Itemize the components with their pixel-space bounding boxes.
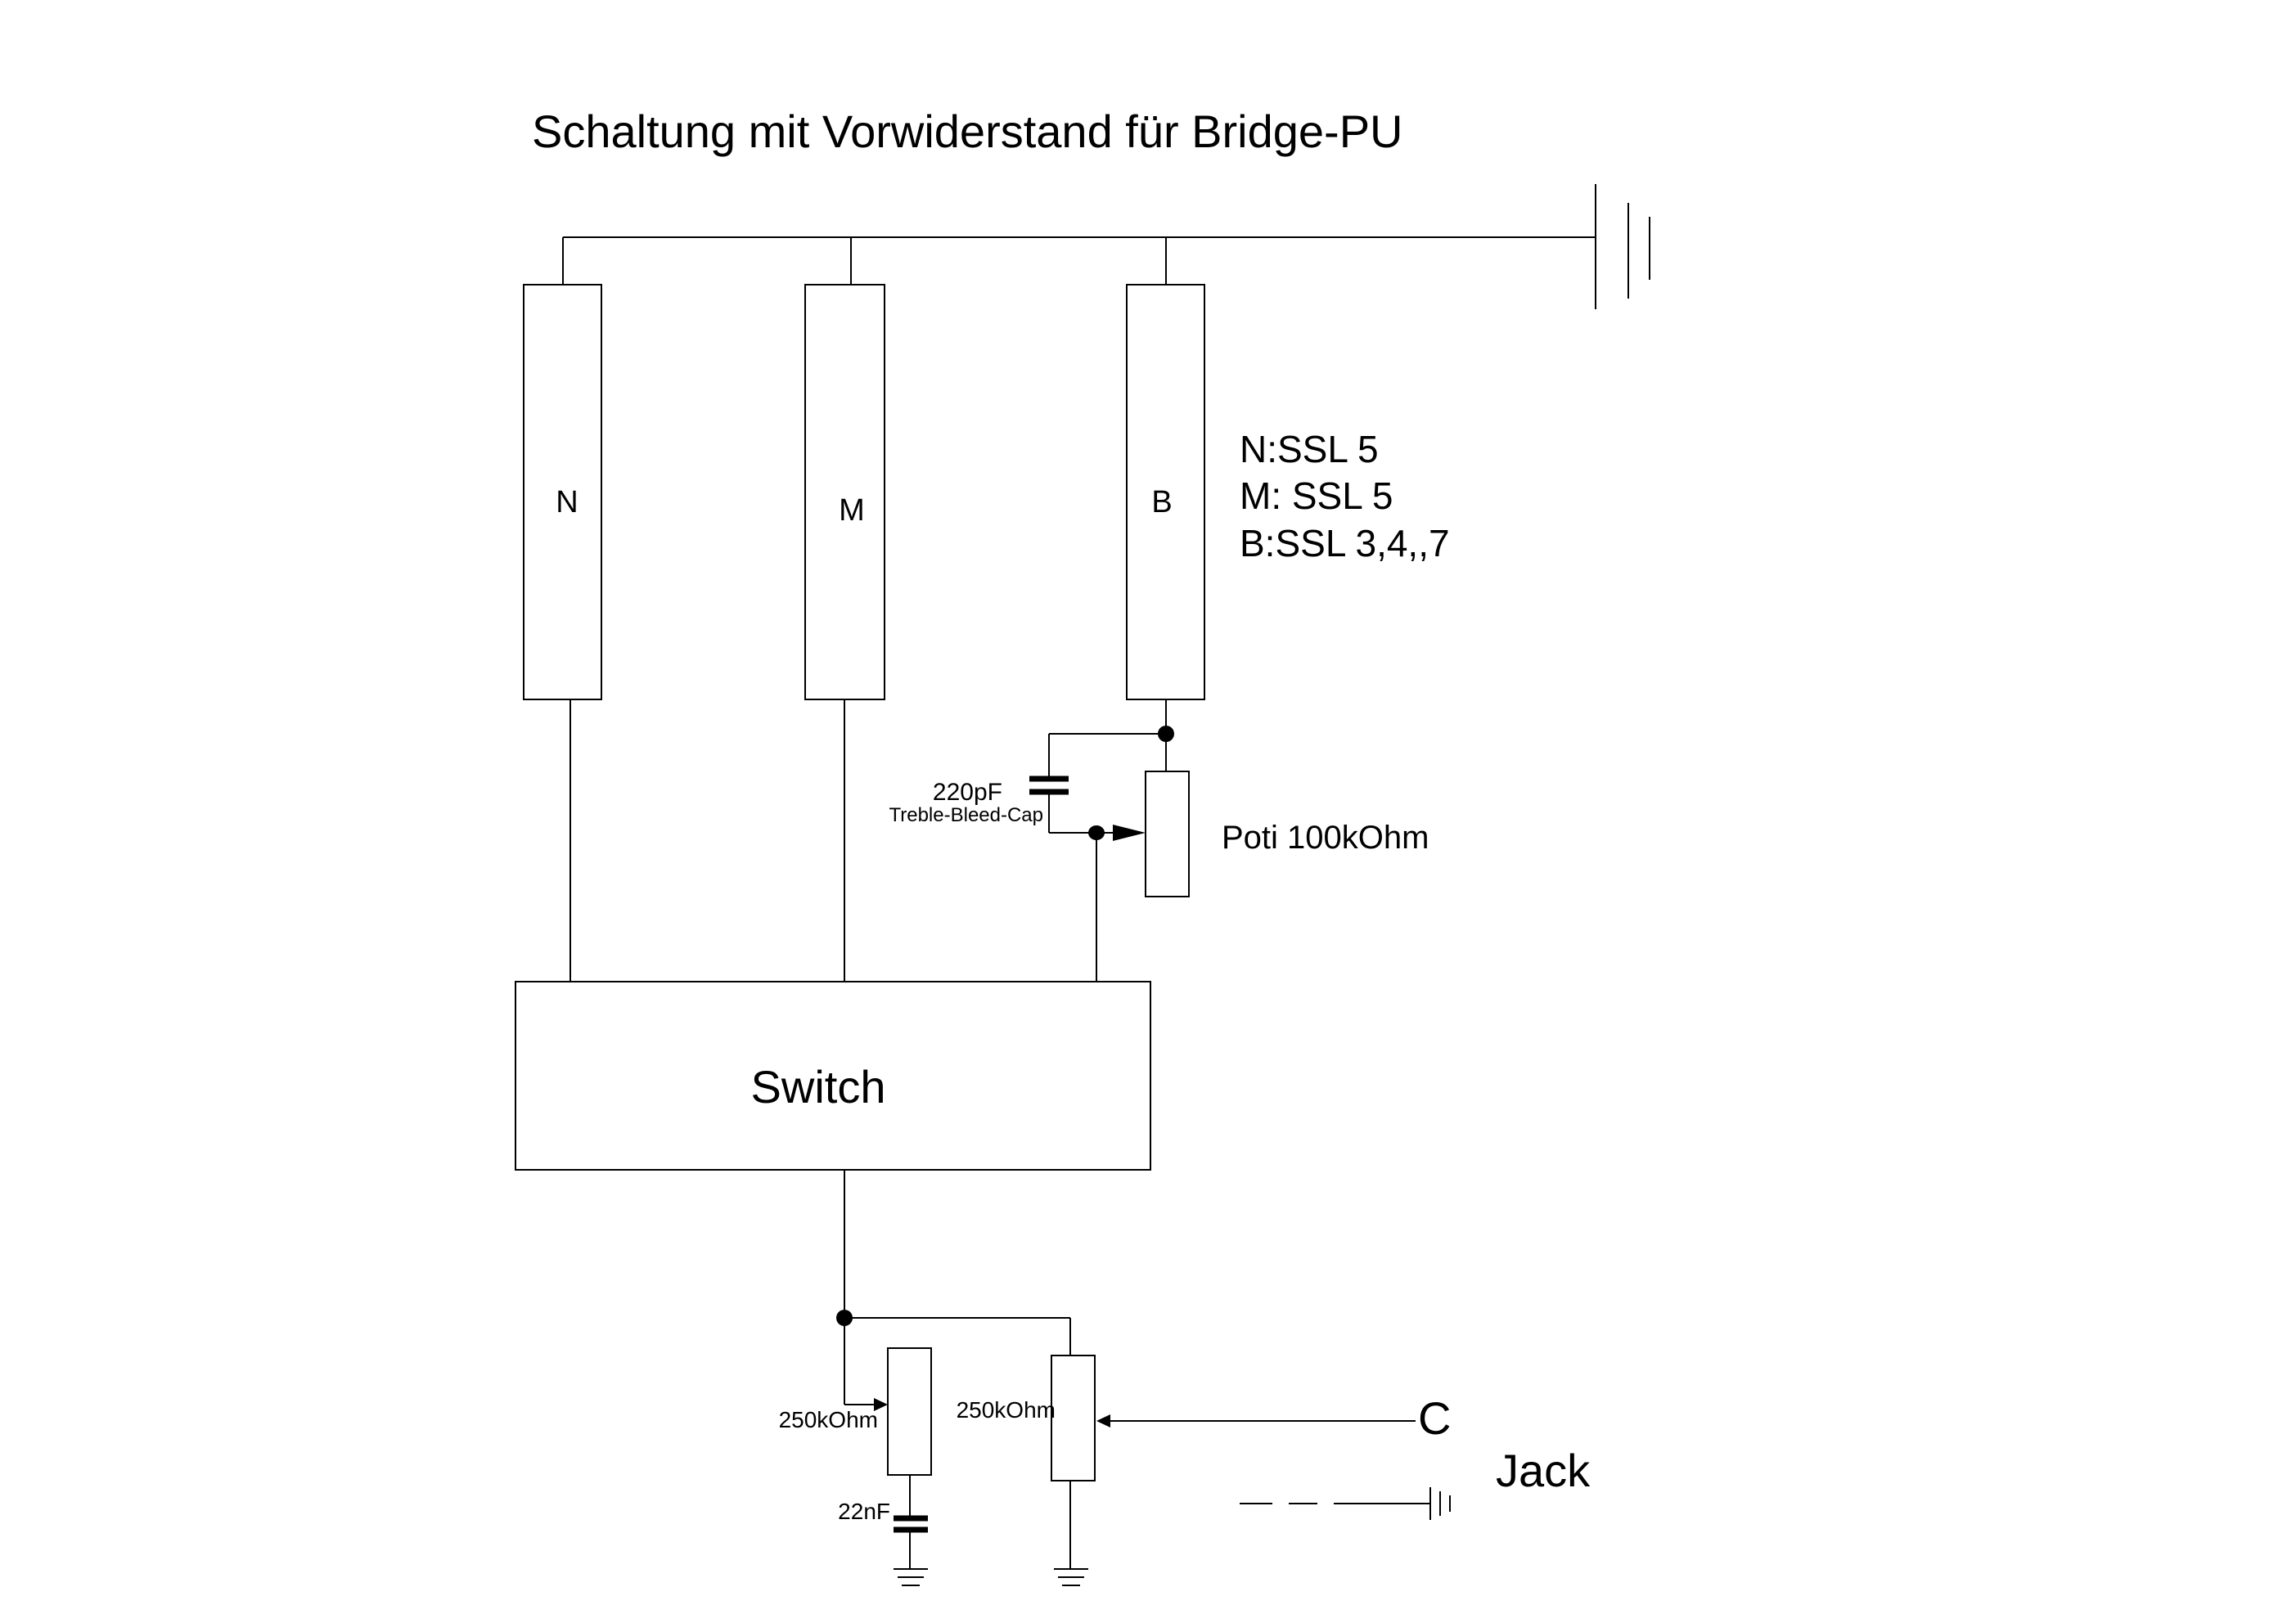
wiper-arrow (874, 1398, 888, 1411)
pickup-model-neck: N:SSL 5 (1240, 428, 1379, 470)
tone-cap-label: 22nF (838, 1499, 890, 1524)
pickup-middle: M (804, 284, 885, 700)
tone-pot-label: 250kOhm (779, 1407, 878, 1432)
treble-bleed-network: 220pF Treble-Bleed-Cap (889, 726, 1174, 982)
pickup-model-middle: M: SSL 5 (1240, 474, 1393, 517)
wiper-arrow (1096, 1414, 1110, 1427)
pickup-model-bridge: B:SSL 3,4,,7 (1240, 522, 1450, 564)
jack-label: Jack (1496, 1445, 1591, 1496)
tone-control: 250kOhm 22nF (779, 1347, 932, 1586)
series-potentiometer: Poti 100kOhm (1145, 771, 1429, 897)
pickup-wires (569, 699, 1167, 982)
switch-label: Switch (751, 1061, 886, 1113)
chassis-ground-symbol (1595, 184, 1650, 309)
jack-tip-label: C (1418, 1392, 1451, 1444)
pickup-selector-switch: Switch (515, 981, 1151, 1171)
wiper-arrow (1113, 825, 1146, 841)
ground-symbol (1054, 1568, 1088, 1586)
output-wires (836, 1170, 1071, 1411)
pickup-bridge: B (1126, 284, 1205, 700)
volume-control: 250kOhm (957, 1355, 1416, 1586)
output-jack: C Jack (1240, 1392, 1591, 1520)
pickup-neck: N (523, 284, 602, 700)
volume-pot-label: 250kOhm (957, 1397, 1056, 1423)
pickup-model-list: N:SSL 5 M: SSL 5 B:SSL 3,4,,7 (1240, 428, 1450, 564)
pickup-bridge-label: B (1151, 485, 1172, 519)
ground-symbol (894, 1568, 928, 1586)
capacitor-name: Treble-Bleed-Cap (889, 804, 1043, 826)
series-pot-label: Poti 100kOhm (1222, 820, 1429, 856)
ground-bus (562, 236, 1596, 285)
pickup-middle-label: M (839, 493, 865, 528)
diagram-title: Schaltung mit Vorwiderstand für Bridge-P… (532, 106, 1403, 157)
pickup-neck-label: N (556, 485, 578, 519)
capacitor-value: 220pF (933, 779, 1002, 806)
